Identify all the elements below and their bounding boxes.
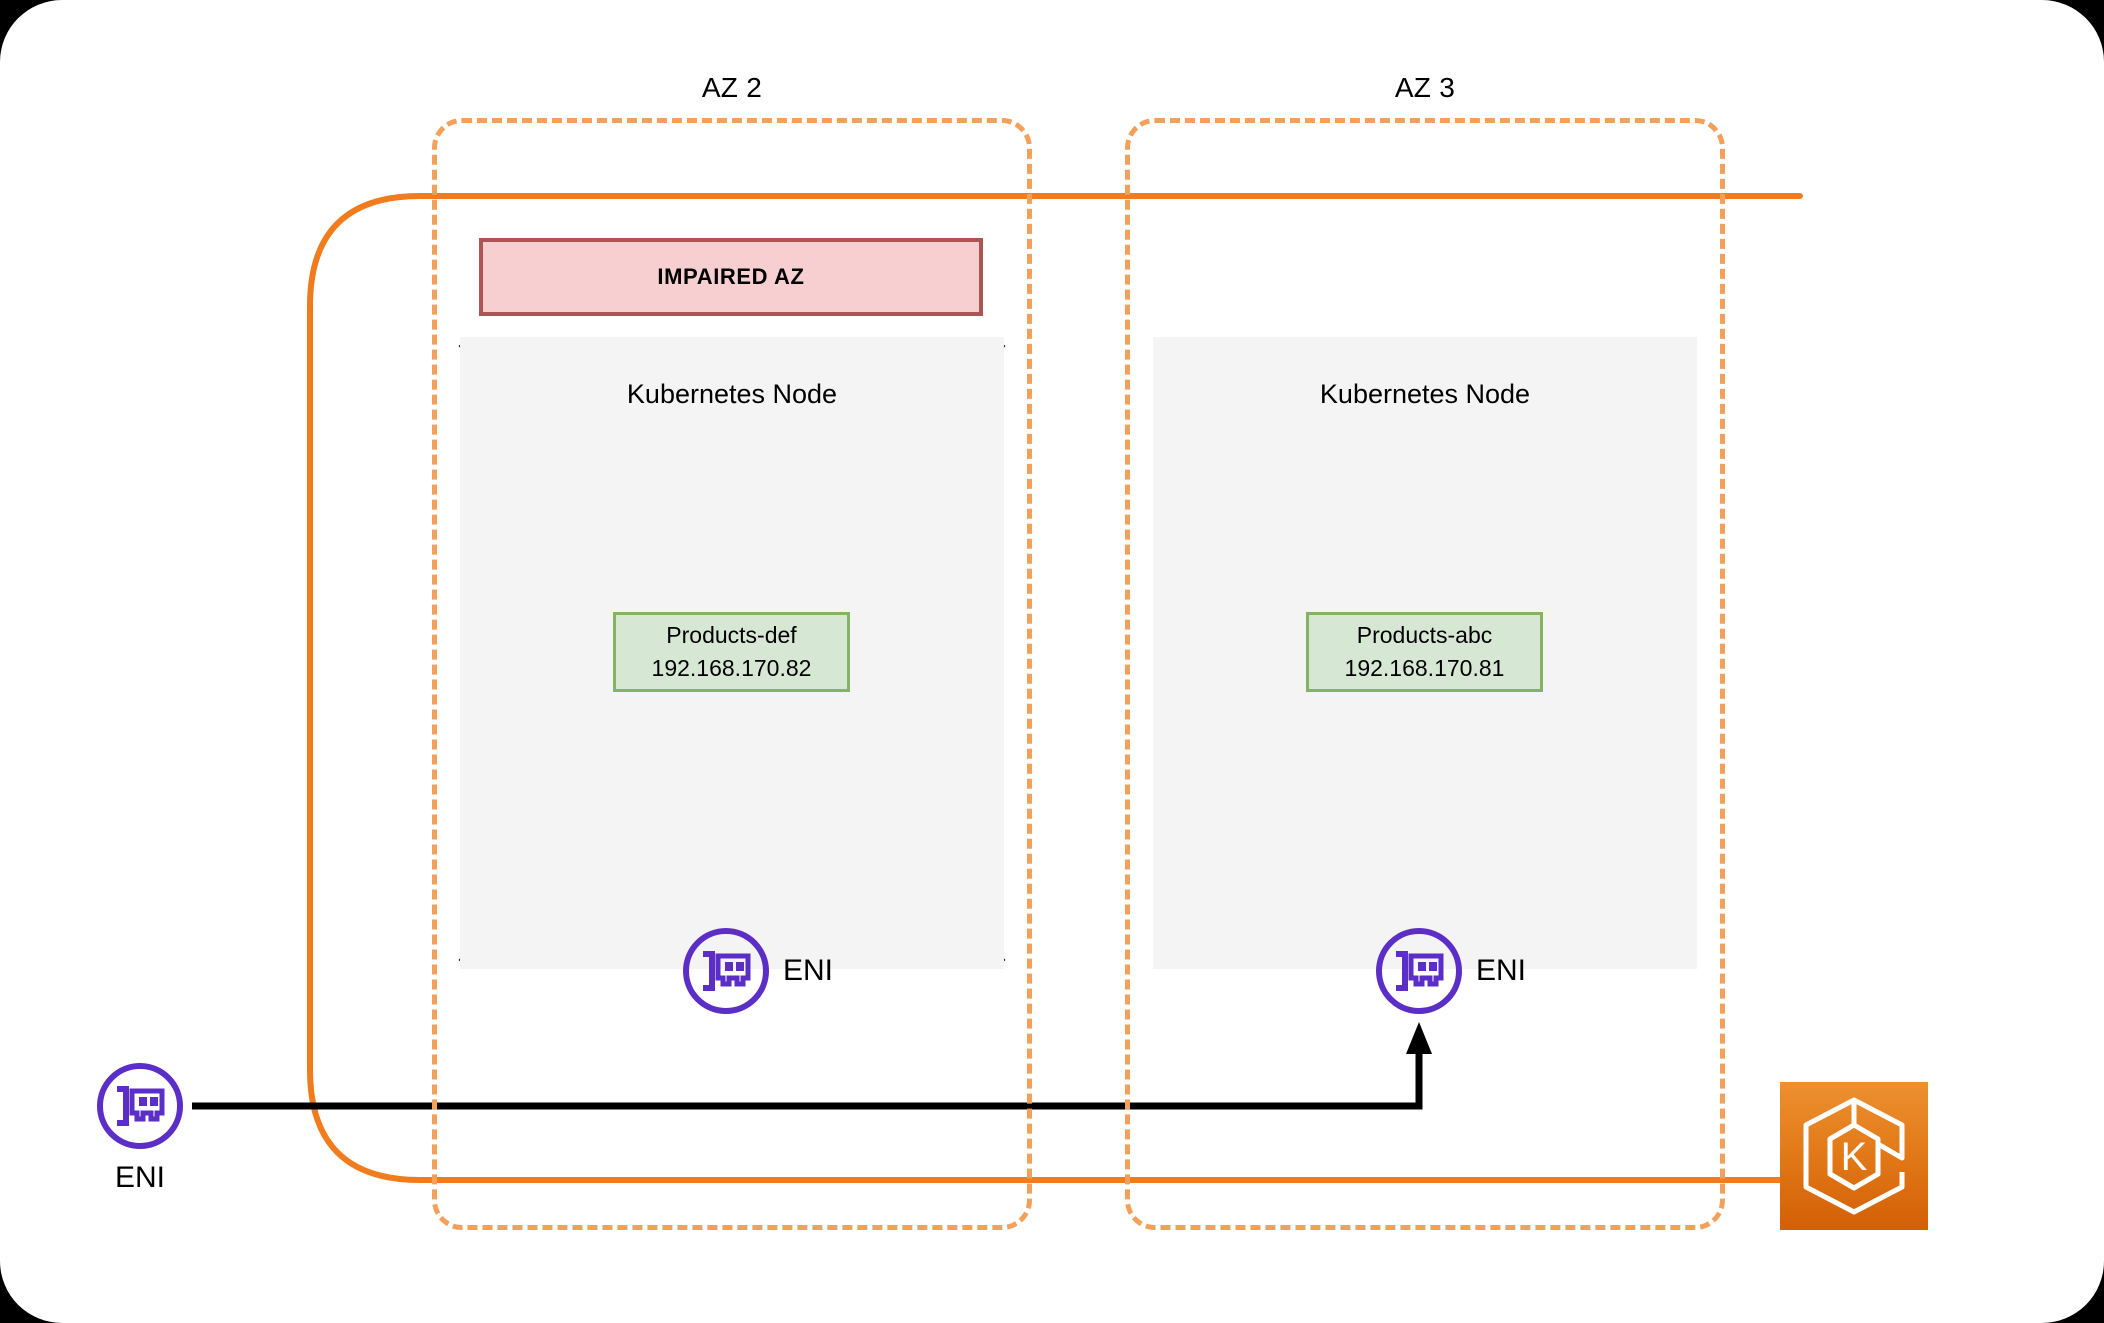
eni-az3[interactable]: ENI (1376, 928, 1526, 1014)
az2-label: AZ 2 (701, 72, 763, 103)
eni-az2[interactable]: ENI (683, 928, 833, 1014)
eni-label-external: ENI (114, 1161, 165, 1194)
node-title-az2: Kubernetes Node (626, 379, 838, 409)
pod-ip-def: 192.168.170.82 (651, 655, 812, 681)
node-title-az3: Kubernetes Node (1319, 379, 1531, 409)
pod-name-abc: Products-abc (1356, 622, 1493, 649)
pod-products-abc[interactable]: Products-abc 192.168.170.81 (1306, 612, 1543, 692)
pod-ip-abc: 192.168.170.81 (1344, 655, 1505, 681)
eni-label-az2: ENI (783, 954, 834, 987)
az3-boundary (1125, 118, 1725, 1230)
pod-products-def[interactable]: Products-def 192.168.170.82 (613, 612, 850, 692)
eni-external[interactable]: ENI (97, 1063, 183, 1195)
pod-name-def: Products-def (666, 622, 797, 649)
network-interface-icon (683, 928, 769, 1014)
az2-boundary (432, 118, 1032, 1230)
eni-label-az3: ENI (1476, 954, 1527, 987)
kubernetes-eks-icon[interactable]: K (1780, 1082, 1928, 1230)
network-interface-icon (1376, 928, 1462, 1014)
az3-label: AZ 3 (1394, 72, 1456, 103)
impaired-az-banner: IMPAIRED AZ (479, 238, 983, 316)
eks-letter: K (1841, 1135, 1868, 1179)
network-interface-icon (97, 1063, 183, 1149)
